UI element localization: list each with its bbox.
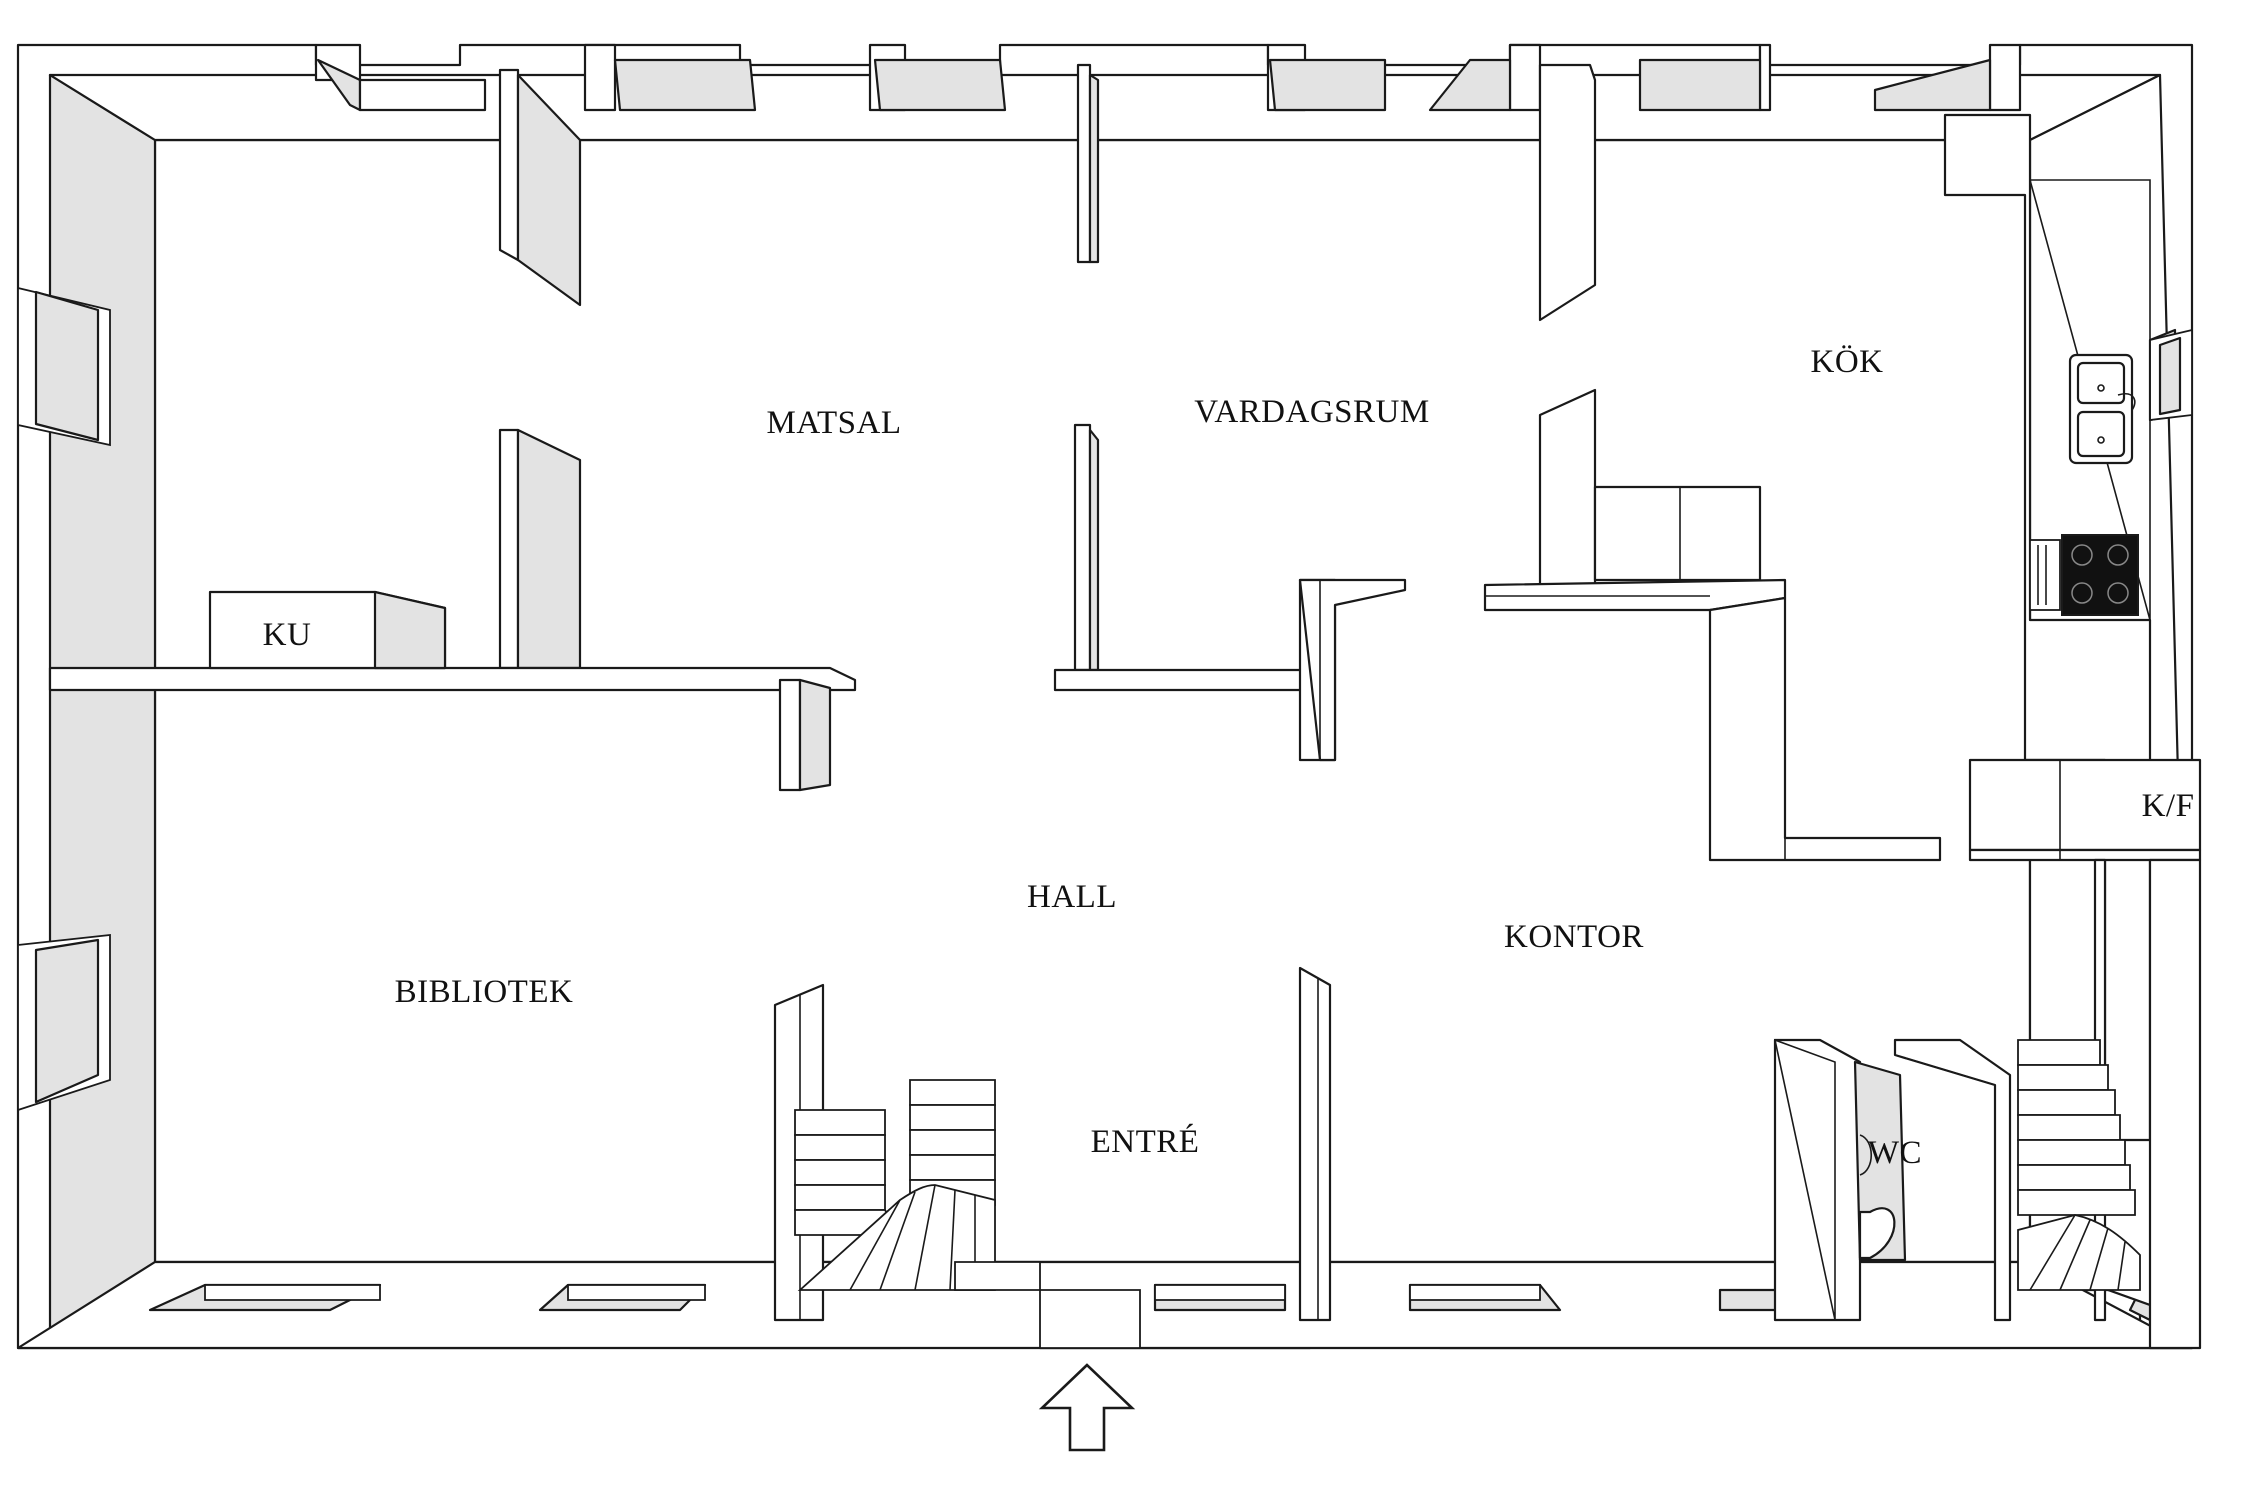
- label-kontor: KONTOR: [1504, 919, 1644, 955]
- stairs-right: [2017, 1039, 2141, 1291]
- label-kf: K/F: [2142, 788, 2195, 824]
- sink-icon: [2068, 353, 2136, 465]
- label-kok: KÖK: [1811, 344, 1884, 380]
- label-hall: HALL: [1027, 879, 1117, 915]
- label-wc: WC: [1868, 1135, 1922, 1171]
- stairs-left: [794, 1079, 1041, 1291]
- interior-walls: [48, 63, 2202, 1350]
- label-bibliotek: BIBLIOTEK: [395, 974, 574, 1010]
- label-entre: ENTRÉ: [1091, 1123, 1200, 1160]
- label-matsal: MATSAL: [766, 405, 901, 441]
- arrow-up-icon: [1038, 1363, 1136, 1452]
- stove-icon: [2029, 534, 2139, 616]
- label-ku: KU: [263, 617, 312, 653]
- label-vardagsrum: VARDAGSRUM: [1194, 394, 1429, 430]
- toilet-icon: [1858, 1207, 1896, 1260]
